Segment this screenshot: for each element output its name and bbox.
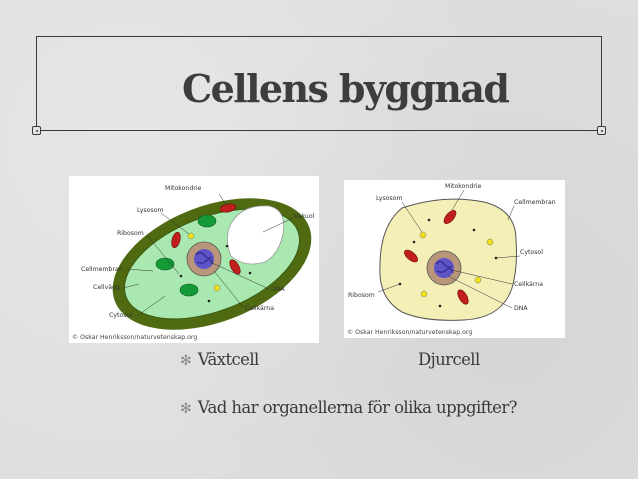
plant-vacuole	[227, 205, 285, 265]
plant-cell-image: Mitokondrie Lysosom Vakuol Ribosom Cellm…	[69, 176, 319, 343]
plant-chloroplast	[155, 257, 175, 271]
plant-ribosome	[225, 244, 229, 248]
animal-mitochondrion	[443, 210, 457, 224]
plant-lysosome	[187, 232, 195, 240]
frame-left-line	[36, 36, 37, 130]
animal-label-lysosom: Lysosom	[376, 195, 403, 202]
animal-label-ribosom: Ribosom	[348, 292, 375, 299]
frame-divider-line	[36, 130, 602, 131]
plant-ribosome	[179, 274, 183, 278]
plant-label-ribosom: Ribosom	[117, 230, 144, 237]
animal-ribosome	[472, 228, 476, 232]
bullet-text: Vad har organellerna för olika uppgifter…	[197, 398, 518, 417]
plant-label-lysosom: Lysosom	[137, 207, 164, 214]
animal-lysosome	[420, 290, 428, 298]
djurcell-caption: Djurcell	[418, 350, 480, 369]
plant-leader-lines	[122, 193, 294, 317]
animal-lysosome	[474, 276, 482, 284]
plant-dna	[194, 249, 214, 269]
animal-label-cellkarna: Cellkärna	[514, 281, 543, 288]
plant-mitochondrion	[219, 203, 237, 213]
plant-label-cytosol: Cytosol	[109, 312, 132, 319]
asterisk-bullet-icon: ✻	[180, 401, 192, 417]
frame-right-line	[601, 36, 602, 130]
animal-mitochondrion	[457, 289, 469, 305]
plant-ribosome	[248, 271, 252, 275]
frame-corner-right-icon	[597, 126, 606, 135]
asterisk-bullet-icon: ✻	[180, 353, 192, 369]
animal-ribosome	[412, 240, 416, 244]
animal-label-cellmembran: Cellmembran	[514, 199, 556, 206]
bullet-item-vaxtcell: ✻ Växtcell	[180, 350, 259, 369]
plant-label-mitokondrie: Mitokondrie	[165, 185, 202, 192]
animal-ribosome	[427, 218, 431, 222]
plant-label-cellkarna: Cellkärna	[245, 305, 274, 312]
slide-title: Cellens byggnad	[182, 66, 510, 111]
bullet-text: Växtcell	[197, 350, 260, 369]
animal-leader-lines	[377, 189, 521, 309]
plant-mitochondrion	[229, 259, 241, 275]
bullet-item-question: ✻ Vad har organellerna för olika uppgift…	[180, 398, 517, 417]
animal-lysosome	[419, 231, 427, 239]
animal-mitochondrion	[404, 249, 418, 263]
plant-label-cellvagg: Cellvägg	[93, 284, 120, 291]
animal-dna-strands	[435, 260, 454, 274]
animal-copyright: © Oskar Henriksson/naturvetenskap.org	[347, 328, 472, 336]
animal-label-dna: DNA	[514, 305, 528, 312]
plant-label-cellmembran: Cellmembran	[81, 266, 123, 273]
animal-cell-diagram: Mitokondrie Lysosom Cellmembran Cytosol …	[347, 183, 556, 336]
animal-cell-image: Mitokondrie Lysosom Cellmembran Cytosol …	[344, 180, 565, 338]
frame-corner-left-icon	[32, 126, 41, 135]
plant-ribosome	[207, 299, 211, 303]
animal-dna	[434, 258, 454, 278]
plant-chloroplast	[197, 214, 217, 228]
plant-label-vakuol: Vakuol	[294, 213, 315, 220]
frame-top-line	[36, 36, 602, 37]
animal-label-cytosol: Cytosol	[520, 249, 543, 256]
plant-dna-strands	[195, 251, 214, 265]
plant-lysosome	[213, 284, 221, 292]
animal-label-mitokondrie: Mitokondrie	[445, 183, 482, 190]
plant-copyright: © Oskar Henriksson/naturvetenskap.org	[72, 333, 197, 341]
plant-cell-diagram: Mitokondrie Lysosom Vakuol Ribosom Cellm…	[72, 185, 315, 341]
animal-ribosome	[438, 304, 442, 308]
animal-lysosome	[486, 238, 494, 246]
plant-chloroplast	[179, 283, 199, 297]
plant-mitochondrion	[171, 231, 181, 249]
plant-label-dna: DNA	[271, 286, 285, 293]
